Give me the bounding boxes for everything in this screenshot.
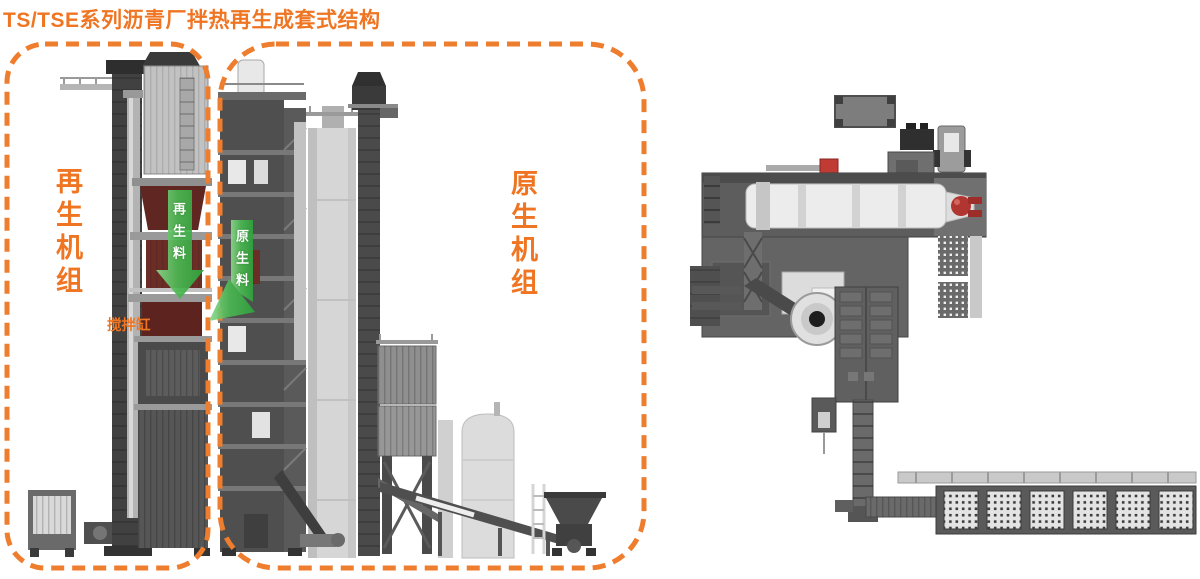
exhaust-duct <box>294 122 306 360</box>
recycled-material-arrow <box>156 190 204 299</box>
burner <box>951 196 982 217</box>
label-recycled-material: 再生料 <box>171 202 186 268</box>
feeder-walkway <box>897 471 1197 484</box>
upper-walkway <box>60 77 114 90</box>
label-recycle-unit: 再生机组 <box>52 167 82 299</box>
perforated-platforms <box>938 236 982 318</box>
access-ladder <box>531 484 546 554</box>
skip-hoist <box>28 490 76 557</box>
loader-vehicle <box>933 125 971 173</box>
bucket-elevator-right <box>348 72 398 556</box>
transfer-box <box>811 397 837 454</box>
recycling-tower-base <box>134 336 212 556</box>
top-plan-view <box>690 95 1197 535</box>
tower-roof-panels <box>834 286 899 403</box>
bitumen-tank <box>461 402 515 559</box>
hot-storage-silos <box>376 334 438 554</box>
virgin-material-arrow <box>209 220 255 321</box>
baghouse-silo <box>306 106 358 558</box>
drying-drum-top <box>745 182 975 230</box>
return-pipe <box>123 90 143 518</box>
fuel-pipe <box>766 158 839 175</box>
recycle-unit-outline <box>4 41 211 571</box>
label-mixer: 搅拌缸 <box>107 318 151 334</box>
transfer-conveyor <box>835 399 941 522</box>
side-elevation-view <box>28 52 606 559</box>
feed-hopper <box>544 492 606 556</box>
discharge-chute <box>244 470 345 548</box>
cyclone-top <box>790 292 844 346</box>
page-title: TS/TSE系列沥青厂拌热再生成套式结构 <box>3 9 381 32</box>
virgin-unit-outline <box>217 41 647 571</box>
unit-outlines <box>4 41 647 571</box>
auxiliary-machine <box>900 123 934 150</box>
equipment-pad <box>834 95 896 128</box>
label-virgin-material: 原生料 <box>234 229 249 295</box>
label-virgin-unit: 原生机组 <box>507 169 537 301</box>
inclined-conveyor <box>378 478 576 556</box>
material-flow-arrows <box>156 190 255 321</box>
screening-unit <box>142 52 209 175</box>
cold-feed-bins-top <box>935 485 1197 535</box>
